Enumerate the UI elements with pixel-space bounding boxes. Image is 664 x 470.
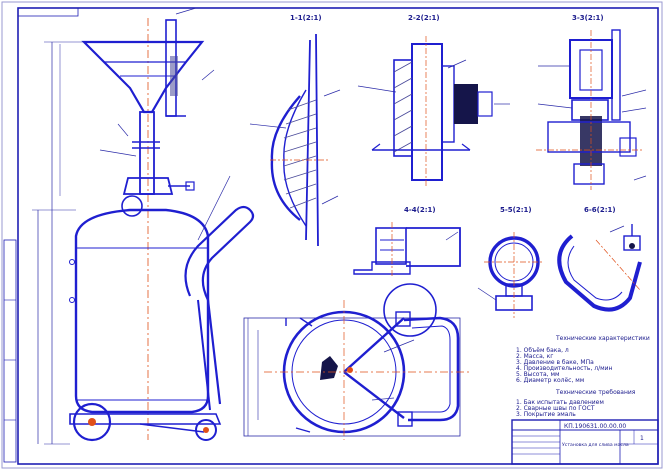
section-6-6: 6-6(2:1) [557,206,642,312]
funnel-top [383,283,437,337]
section-1-1: 1-1(2:1) [249,14,341,247]
front-wheel [72,402,112,442]
section-4-4: 4-4(2:1) [353,206,461,278]
funnel [81,40,205,114]
section-6-6-title: 6-6(2:1) [584,206,616,214]
bracket-plate [375,227,407,265]
section-1-1-title: 1-1(2:1) [290,14,322,22]
notes-line-1: 1. Объём бака, л [516,347,569,354]
notes-heading: Технические характеристики [555,335,650,342]
title-block-doc-code: КП.190631.00.00.00 [564,423,626,430]
handle [184,205,255,405]
notes-line-3: 3. Давление в баке, МПа [516,359,594,366]
flange-hatching [283,99,317,209]
tech-requirements-heading: Технические требования [555,389,636,396]
title-block-name: Установка для слива масла [562,442,629,448]
section-2-2-title: 2-2(2:1) [408,14,440,22]
notes-line-5: 5. Высота, мм [516,371,560,378]
title-block: КП.190631.00.00.00 Установка для слива м… [511,419,659,465]
tank-body [74,208,210,414]
notes-line-2: 2. Масса, кг [516,353,553,360]
section-5-5: 5-5(2:1) [477,206,544,318]
left-binding-strip [3,239,17,463]
section-5-5-title: 5-5(2:1) [500,206,532,214]
tech-line-3: 3. Покрытие эмаль [516,411,576,418]
hinge-clamp [557,234,642,312]
notes-line-4: 4. Производительность, л/мин [516,365,613,372]
valve-top [320,356,338,380]
specification-notes: Технические характеристики 1. Объём бака… [516,335,650,418]
section-3-3-title: 3-3(2:1) [572,14,604,22]
title-block-sheet: 1 [640,435,644,442]
top-left-code-box [17,7,79,17]
section-3-3: 3-3(2:1) [536,14,647,190]
bushing-hatching [393,61,413,153]
section-2-2: 2-2(2:1) [357,14,510,186]
rear-wheel [195,419,217,441]
section-4-4-title: 4-4(2:1) [404,206,436,214]
tech-line-2: 2. Сварные швы по ГОСТ [516,405,595,412]
tech-line-1: 1. Бак испытать давлением [516,399,604,406]
valve-body [122,177,174,195]
top-view-envelope [243,317,461,437]
sheet-inner-frame [17,7,659,465]
bushing-outer [393,59,413,157]
trolley-frame [69,413,222,425]
drain-pipe [139,111,155,195]
notes-line-6: 6. Диаметр колёс, мм [516,377,584,384]
top-view [243,283,470,440]
flange-cap [305,33,319,247]
front-view [32,7,255,445]
